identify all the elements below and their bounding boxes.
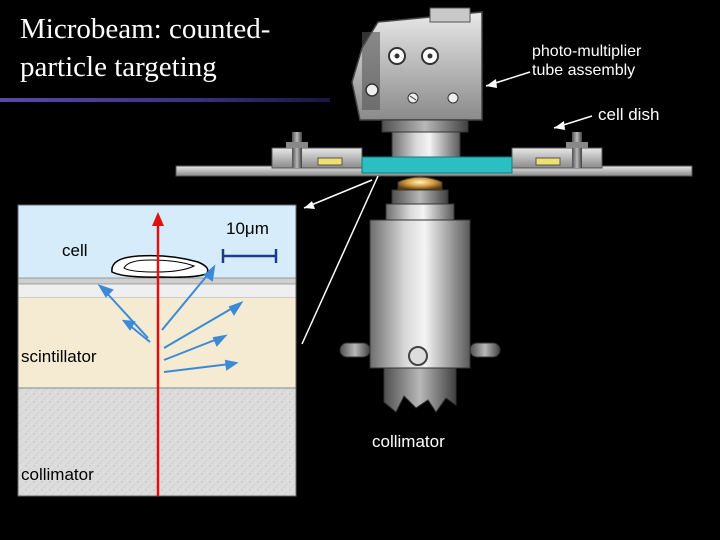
cell-dish [361, 156, 513, 174]
collimator-column [339, 176, 501, 413]
cell-shape [111, 254, 209, 278]
slide-title: Microbeam: counted-particle targeting [20, 13, 271, 83]
collimator-label: collimator [372, 432, 445, 451]
title-underline [0, 98, 330, 102]
scale-bar [221, 249, 278, 263]
pmt-assembly [351, 7, 483, 159]
inset-scale-label: 10μm [226, 219, 269, 238]
photon-arrows [97, 264, 244, 373]
particle-beam [152, 212, 164, 496]
pmt-label-line1: photo-multiplier [532, 43, 642, 60]
inset-scintillator-label: scintillator [21, 347, 97, 366]
cell-dish-label: cell dish [598, 105, 660, 124]
pmt-label: photo-multiplier tube assembly [532, 42, 641, 80]
inset-pointer-bottom [301, 175, 379, 345]
inset-pointer-top [303, 179, 373, 209]
inset-collimator-label: collimator [21, 465, 94, 484]
pmt-label-line2: tube assembly [532, 62, 636, 79]
inset-cell-label: cell [62, 241, 88, 260]
